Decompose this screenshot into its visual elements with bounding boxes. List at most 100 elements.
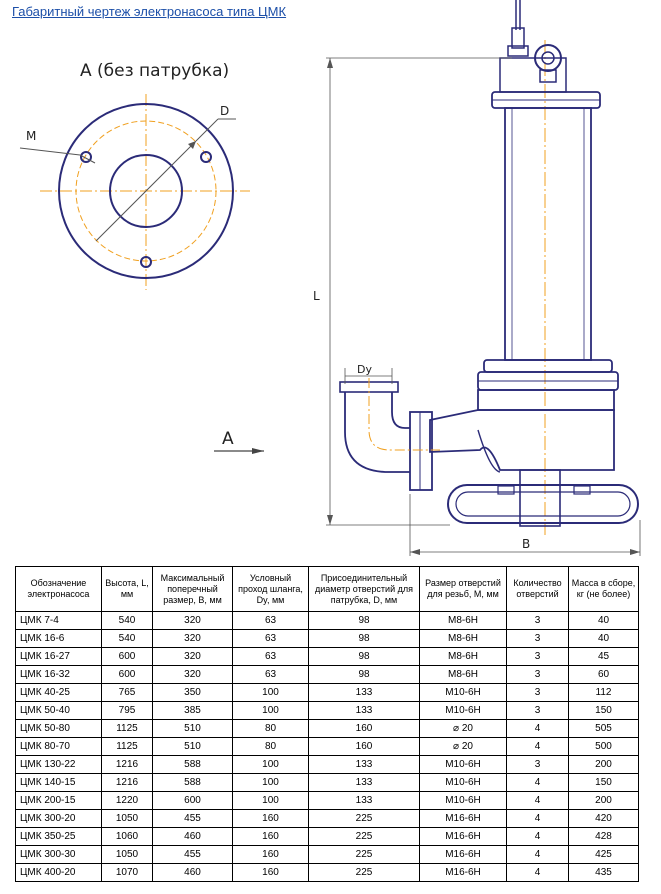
table-cell: 3 xyxy=(506,755,569,774)
bolt-hole xyxy=(80,151,92,163)
table-cell: ЦМК 16-6 xyxy=(15,629,102,648)
table-cell: 4 xyxy=(506,863,569,882)
table-cell: 80 xyxy=(232,737,309,756)
table-cell: 160 xyxy=(308,719,420,738)
table-cell: 112 xyxy=(568,683,639,702)
table-cell: ⌀ 20 xyxy=(419,719,507,738)
table-cell: 63 xyxy=(232,665,309,684)
table-cell: 1050 xyxy=(101,845,153,864)
table-cell: 1060 xyxy=(101,827,153,846)
table-cell: M16-6H xyxy=(419,863,507,882)
table-cell: ⌀ 20 xyxy=(419,737,507,756)
table-cell: 510 xyxy=(152,719,233,738)
table-cell: 160 xyxy=(232,845,309,864)
table-cell: 40 xyxy=(568,629,639,648)
table-cell: 540 xyxy=(101,629,153,648)
table-cell: 320 xyxy=(152,665,233,684)
table-cell: ЦМК 300-30 xyxy=(15,845,102,864)
table-cell: ЦМК 130-22 xyxy=(15,755,102,774)
table-cell: 100 xyxy=(232,701,309,720)
label-l: L xyxy=(313,289,320,303)
table-cell: 100 xyxy=(232,755,309,774)
bolt-circle xyxy=(75,120,217,262)
pump-specs-table: Обозначение электронасоса Высота, L, мм … xyxy=(15,566,639,882)
table-cell: 80 xyxy=(232,719,309,738)
table-cell: 460 xyxy=(152,827,233,846)
table-cell: 1216 xyxy=(101,755,153,774)
table-cell: 455 xyxy=(152,809,233,828)
table-cell: ЦМК 16-32 xyxy=(15,665,102,684)
table-cell: 3 xyxy=(506,629,569,648)
table-cell: 765 xyxy=(101,683,153,702)
table-cell: M8-6H xyxy=(419,665,507,684)
header-hole-count: Количество отверстий xyxy=(506,566,569,612)
table-cell: 160 xyxy=(232,827,309,846)
header-height: Высота, L, мм xyxy=(101,566,153,612)
table-cell: 600 xyxy=(152,791,233,810)
table-cell: 540 xyxy=(101,611,153,630)
table-cell: ЦМК 80-70 xyxy=(15,737,102,756)
table-cell: ЦМК 7-4 xyxy=(15,611,102,630)
table-cell: 133 xyxy=(308,755,420,774)
table-cell: 428 xyxy=(568,827,639,846)
table-cell: 4 xyxy=(506,809,569,828)
table-cell: 4 xyxy=(506,845,569,864)
table-cell: 1125 xyxy=(101,737,153,756)
table-cell: 4 xyxy=(506,773,569,792)
pump-side-view xyxy=(339,0,639,535)
table-cell: ЦМК 350-25 xyxy=(15,827,102,846)
table-cell: 4 xyxy=(506,737,569,756)
table-cell: 420 xyxy=(568,809,639,828)
table-cell: ЦМК 140-15 xyxy=(15,773,102,792)
bolt-hole xyxy=(140,256,152,268)
table-cell: ЦМК 300-20 xyxy=(15,809,102,828)
table-cell: 600 xyxy=(101,665,153,684)
page-title-link[interactable]: Габаритный чертеж электронасоса типа ЦМК xyxy=(12,4,287,19)
table-cell: 3 xyxy=(506,647,569,666)
table-cell: 435 xyxy=(568,863,639,882)
table-cell: M10-6H xyxy=(419,701,507,720)
arrow-a-label: А xyxy=(222,429,234,449)
header-hose-bore: Условный проход шланга, Dy, мм xyxy=(232,566,309,612)
table-cell: 600 xyxy=(101,647,153,666)
table-cell: 505 xyxy=(568,719,639,738)
table-cell: M8-6H xyxy=(419,629,507,648)
table-cell: 150 xyxy=(568,701,639,720)
label-dy: Dy xyxy=(357,363,372,376)
table-cell: ЦМК 50-40 xyxy=(15,701,102,720)
bolt-hole xyxy=(200,151,212,163)
table-cell: 385 xyxy=(152,701,233,720)
view-a-label: А (без патрубка) xyxy=(80,61,229,81)
table-cell: M16-6H xyxy=(419,845,507,864)
table-cell: 588 xyxy=(152,773,233,792)
view-arrow-a: А xyxy=(214,429,264,454)
table-cell: 100 xyxy=(232,791,309,810)
table-cell: M16-6H xyxy=(419,827,507,846)
table-cell: 320 xyxy=(152,629,233,648)
table-cell: 98 xyxy=(308,647,420,666)
table-cell: 98 xyxy=(308,629,420,648)
motor-housing xyxy=(504,107,592,361)
table-cell: 510 xyxy=(152,737,233,756)
table-cell: 133 xyxy=(308,701,420,720)
table-cell: 1220 xyxy=(101,791,153,810)
table-cell: 60 xyxy=(568,665,639,684)
table-cell: 160 xyxy=(308,737,420,756)
discharge-flange xyxy=(409,411,433,491)
base-stand xyxy=(447,484,639,524)
table-cell: 133 xyxy=(308,683,420,702)
table-cell: ЦМК 16-27 xyxy=(15,647,102,666)
label-m: М xyxy=(26,129,36,143)
label-b: B xyxy=(522,537,530,551)
table-cell: ЦМК 400-20 xyxy=(15,863,102,882)
table-header-row: Обозначение электронасоса Высота, L, мм … xyxy=(15,566,639,612)
